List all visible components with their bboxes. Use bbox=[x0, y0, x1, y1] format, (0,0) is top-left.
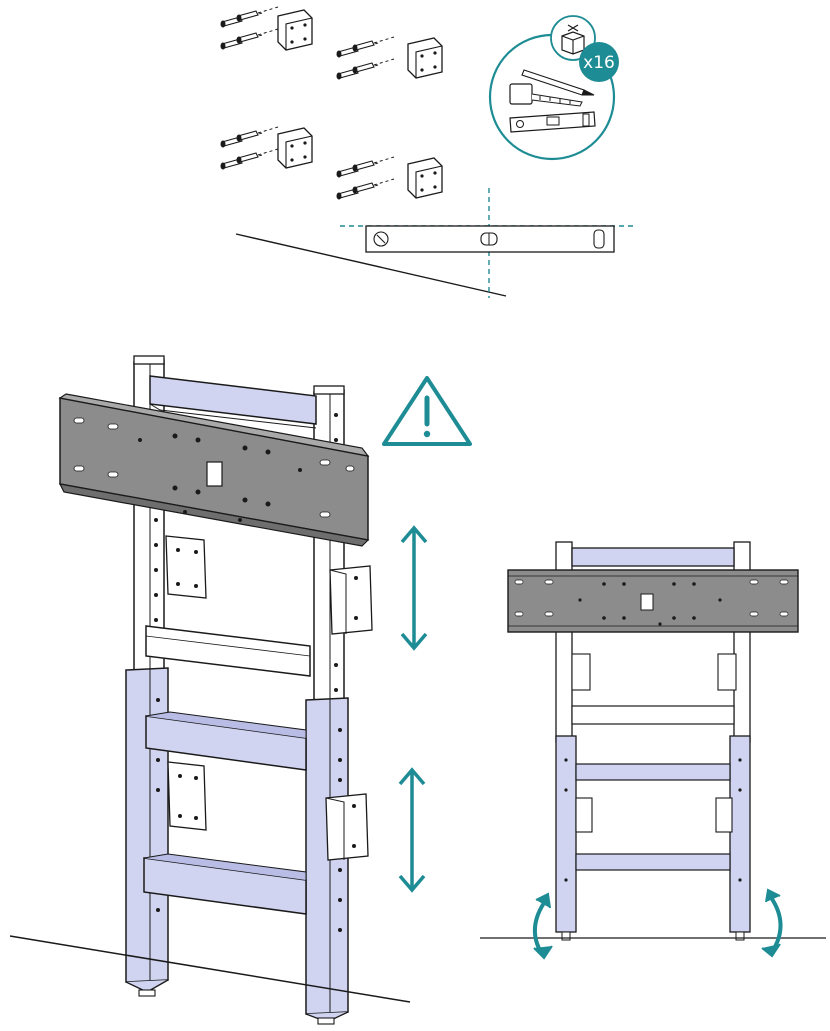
height-adjust-arrow-upper bbox=[400, 526, 428, 650]
level-on-wall bbox=[340, 188, 634, 298]
tv-mount-panel bbox=[58, 393, 370, 547]
bracket-screws-group bbox=[221, 7, 443, 200]
tilt-arrow-left bbox=[533, 892, 553, 960]
stand-front-view bbox=[480, 541, 826, 941]
tv-mount-panel-front bbox=[507, 569, 799, 633]
tools-callout: x16 bbox=[488, 15, 619, 161]
quantity-badge: x16 bbox=[579, 42, 619, 82]
tilt-arrow-right bbox=[761, 888, 783, 958]
wall-bracket-2 bbox=[337, 37, 443, 80]
spirit-level-icon bbox=[509, 111, 596, 133]
warning-triangle-icon bbox=[382, 376, 472, 446]
tape-measure-icon bbox=[509, 83, 583, 107]
quantity-badge-text: x16 bbox=[583, 53, 615, 73]
pencil-icon bbox=[521, 69, 595, 96]
stand-perspective-view bbox=[9, 355, 411, 1025]
wall-bracket-1 bbox=[221, 7, 313, 51]
wall-bracket-4 bbox=[337, 157, 443, 200]
height-adjust-arrow-lower bbox=[398, 768, 426, 892]
floor-line-top bbox=[235, 233, 507, 297]
wall-bracket-3 bbox=[221, 127, 313, 170]
